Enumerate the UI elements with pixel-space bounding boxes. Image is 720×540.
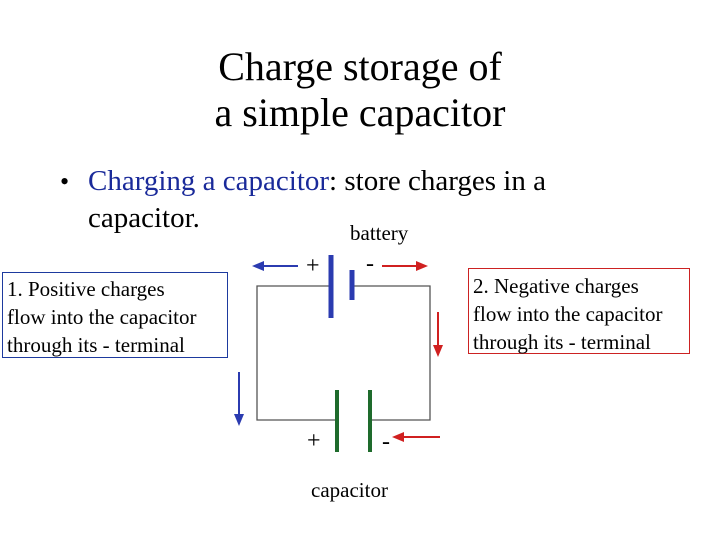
note-line: 2. Negative charges (473, 274, 639, 298)
bullet-marker: • (60, 167, 70, 196)
title-line-2: a simple capacitor (214, 90, 506, 135)
page-title: Charge storage of a simple capacitor (0, 44, 720, 136)
note-line: flow into the capacitor (473, 302, 663, 326)
positive-charge-note: 1. Positive charges flow into the capaci… (2, 272, 228, 358)
capacitor-minus-sign: - (382, 429, 390, 455)
capacitor-label: capacitor (311, 478, 388, 502)
capacitor-plus-sign: + (307, 428, 321, 454)
arrow-right-icon (382, 261, 428, 271)
battery-minus-sign: - (366, 251, 374, 277)
bullet-text-2: capacitor. (88, 202, 200, 234)
bullet-point: • Charging a capacitor: store charges in … (60, 163, 546, 236)
note-line: 1. Positive charges (7, 277, 165, 301)
note-line: through its - terminal (473, 330, 651, 354)
arrow-down-icon (433, 312, 443, 357)
bullet-highlight: Charging a capacitor (88, 165, 330, 197)
bullet-text-1: : store charges in a (329, 165, 546, 197)
note-line: flow into the capacitor (7, 305, 197, 329)
arrow-left-icon (252, 261, 298, 271)
arrow-down-icon (234, 372, 244, 426)
battery-label: battery (350, 221, 409, 245)
circuit-wire (256, 285, 431, 421)
note-line: through its - terminal (7, 333, 185, 357)
title-line-1: Charge storage of (218, 44, 502, 89)
arrow-left-icon (392, 432, 440, 442)
battery-plus-sign: + (306, 253, 320, 279)
negative-charge-note: 2. Negative charges flow into the capaci… (468, 268, 690, 354)
